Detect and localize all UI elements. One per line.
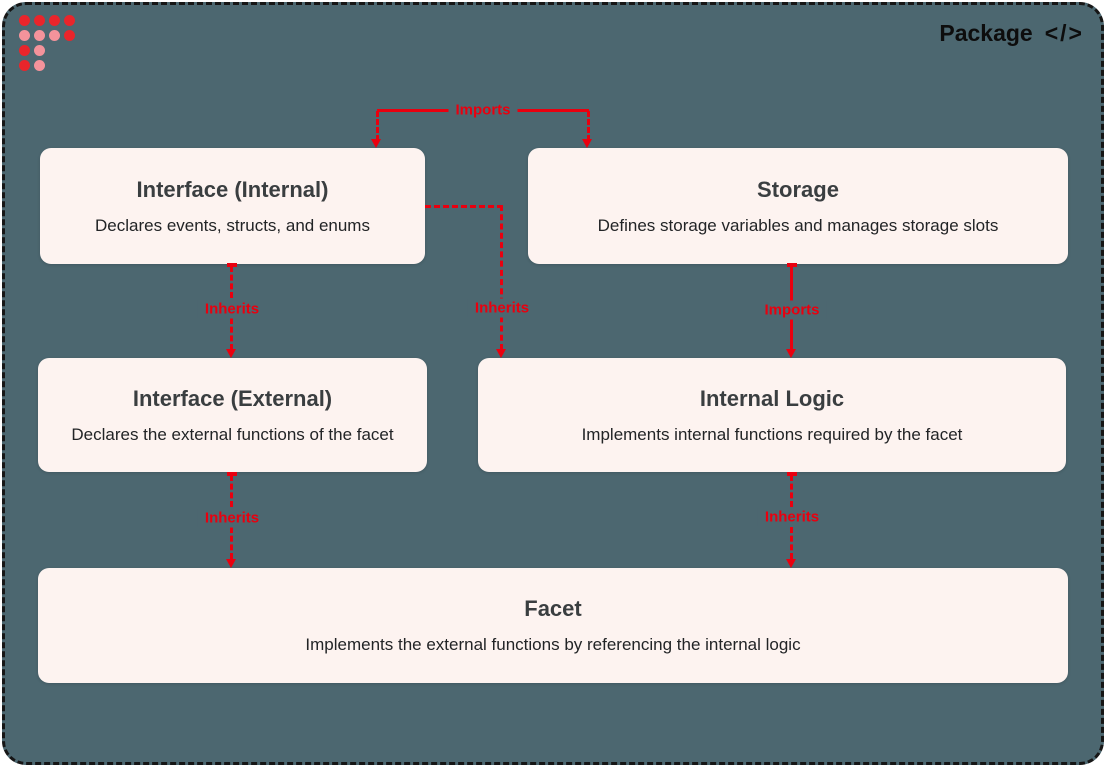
node-storage: Storage Defines storage variables and ma… (528, 148, 1068, 264)
arrowhead-down-icon (786, 349, 796, 358)
logo-dot (19, 45, 30, 56)
node-description: Defines storage variables and manages st… (597, 215, 999, 235)
node-title: Interface (External) (132, 385, 333, 411)
logo-dot (19, 30, 30, 41)
edge-label: Imports (448, 100, 518, 120)
arrowhead-down-icon (371, 139, 381, 148)
node-description: Declares events, structs, and enums (95, 215, 370, 235)
logo-dot-empty (49, 60, 60, 71)
arrowhead-down-icon (786, 559, 796, 568)
dot-grid-logo-icon (19, 15, 79, 75)
node-title: Internal Logic (699, 385, 845, 411)
node-description: Implements internal functions required b… (581, 424, 963, 444)
edge-line (587, 111, 590, 141)
arrowhead-down-icon (496, 349, 506, 358)
logo-dot (64, 15, 75, 26)
edge-start-cap (227, 263, 237, 267)
logo-dot (34, 30, 45, 41)
node-title: Storage (757, 176, 839, 202)
logo-dot-empty (64, 60, 75, 71)
logo-dot (19, 60, 30, 71)
arrowhead-down-icon (582, 139, 592, 148)
node-facet: Facet Implements the external functions … (38, 568, 1068, 683)
edge-start-cap (787, 263, 797, 267)
package-wordmark: Package </> (939, 20, 1084, 47)
edge-label: Inherits (197, 508, 267, 528)
logo-dot (19, 15, 30, 26)
logo-dot (34, 15, 45, 26)
edge-start-cap (227, 472, 237, 476)
arrowhead-down-icon (226, 559, 236, 568)
edge-label: Inherits (467, 298, 537, 318)
logo-dot (64, 30, 75, 41)
code-brackets-icon: </> (1044, 20, 1084, 46)
logo-dot (34, 45, 45, 56)
logo-dot-empty (49, 45, 60, 56)
node-interface-external: Interface (External) Declares the extern… (38, 358, 427, 472)
node-title: Interface (Internal) (136, 176, 329, 202)
node-description: Declares the external functions of the f… (71, 424, 394, 444)
edge-line (376, 111, 379, 141)
logo-dot (49, 15, 60, 26)
node-description: Implements the external functions by ref… (305, 635, 801, 654)
node-interface-internal: Interface (Internal) Declares events, st… (40, 148, 425, 264)
logo-dot (49, 30, 60, 41)
logo-dot-empty (64, 45, 75, 56)
logo-dot (34, 60, 45, 71)
edge-start-cap (787, 472, 797, 476)
edge-line (425, 205, 503, 208)
edge-line (500, 205, 503, 350)
arrowhead-down-icon (226, 349, 236, 358)
node-title: Facet (524, 596, 582, 621)
node-internal-logic: Internal Logic Implements internal funct… (478, 358, 1066, 472)
package-label: Package (939, 20, 1033, 46)
edge-label: Inherits (197, 299, 267, 319)
edge-label: Imports (757, 300, 827, 320)
edge-label: Inherits (757, 507, 827, 527)
